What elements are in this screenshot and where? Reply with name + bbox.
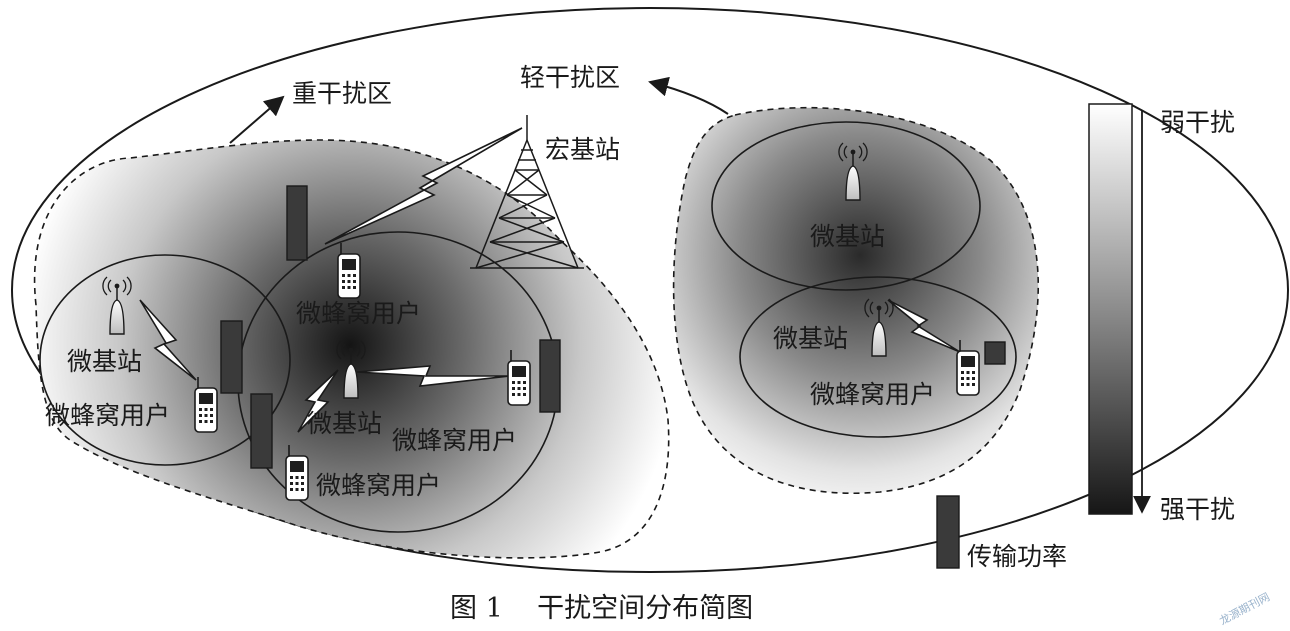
micro-station-label-center: 微基站: [307, 409, 382, 438]
femto-user-label-center: 微蜂窝用户: [392, 426, 517, 455]
micro-station-label-bottom-right: 微基站: [773, 324, 848, 353]
transmit-power-bar-icon: [936, 495, 960, 569]
heavy-zone-label: 重干扰区: [292, 79, 392, 108]
power-bar-1: [286, 185, 308, 261]
femto-user-label-right: 微蜂窝用户: [810, 380, 935, 409]
femto-user-label-top: 微蜂窝用户: [296, 299, 421, 328]
light-interference-zone: [672, 106, 1040, 495]
light-zone-label: 轻干扰区: [520, 63, 620, 92]
heavy-zone-arrow: [229, 95, 285, 144]
power-bar-3: [250, 393, 273, 469]
strong-interference-label: 强干扰: [1160, 495, 1235, 524]
figure-caption: 图 1 干扰空间分布简图: [450, 593, 753, 624]
power-bar-4: [539, 339, 561, 413]
power-bar-2: [220, 320, 243, 394]
left-station-lightning: [139, 299, 197, 381]
macro-to-user-lightning: [324, 127, 523, 245]
watermark: 龙源期刊网: [1217, 589, 1272, 627]
interference-scale-bar: [1088, 103, 1133, 515]
power-bar-5: [984, 341, 1006, 365]
macro-station-label: 宏基站: [545, 135, 620, 164]
center-station-lightning-2: [297, 369, 339, 433]
transmit-power-label: 传输功率: [967, 542, 1067, 571]
micro-station-label-left: 微基站: [67, 347, 142, 376]
femto-user-label-bottom: 微蜂窝用户: [316, 471, 441, 500]
micro-cell-left: [39, 254, 291, 466]
weak-interference-label: 弱干扰: [1160, 108, 1235, 137]
micro-cell-bottom-right: [739, 276, 1017, 438]
micro-cell-top-right: [711, 121, 981, 291]
micro-station-label-top-right: 微基站: [810, 222, 885, 251]
macro-tower-icon: [470, 115, 584, 269]
femto-user-label-left: 微蜂窝用户: [45, 401, 170, 430]
light-zone-arrow: [648, 76, 729, 115]
